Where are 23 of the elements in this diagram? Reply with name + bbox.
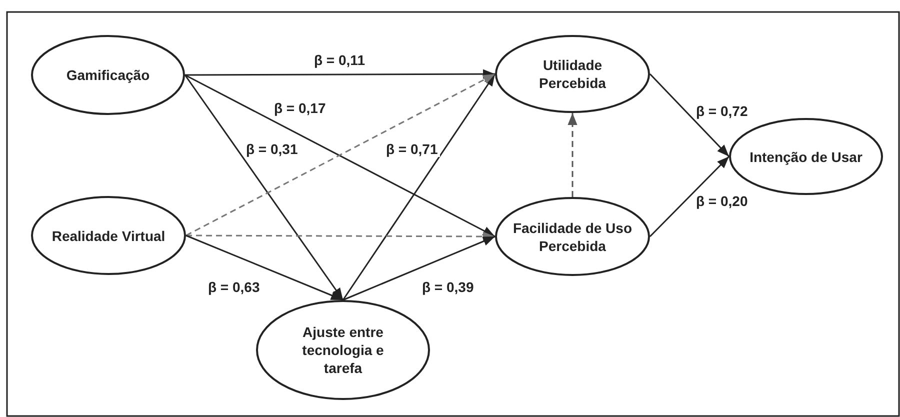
- construct-name: Ajuste entre tecnologia e tarefa: [301, 323, 385, 377]
- construct-name: Intenção de Usar: [748, 148, 864, 166]
- arrow: [185, 69, 495, 79]
- construct-name: Realidade Virtual: [50, 226, 166, 244]
- construct-name: Facilidade de Uso Percebida: [512, 218, 632, 254]
- edge-label: β = 0,17: [272, 100, 328, 116]
- construct-name: Utilidade Percebida: [538, 56, 607, 92]
- arrow: [649, 156, 730, 238]
- edge-label: β = 0,11: [312, 52, 367, 68]
- edge-label: β = 0,31: [244, 141, 300, 157]
- dashed-arrow: [568, 113, 578, 197]
- arrow: [342, 236, 496, 301]
- arrow: [186, 234, 344, 301]
- edge-label: β = 0,20: [694, 193, 750, 209]
- edge-label: β = 0,72: [694, 103, 750, 119]
- dashed-arrow: [186, 232, 495, 242]
- edge-label: β = 0,63: [206, 279, 262, 295]
- edge-label: β = 0,39: [420, 279, 476, 295]
- edge-label: β = 0,71: [384, 141, 440, 157]
- construct-name: Gamificação: [65, 66, 151, 84]
- arrow: [184, 74, 344, 300]
- arrow: [342, 74, 496, 300]
- arrow: [649, 73, 730, 158]
